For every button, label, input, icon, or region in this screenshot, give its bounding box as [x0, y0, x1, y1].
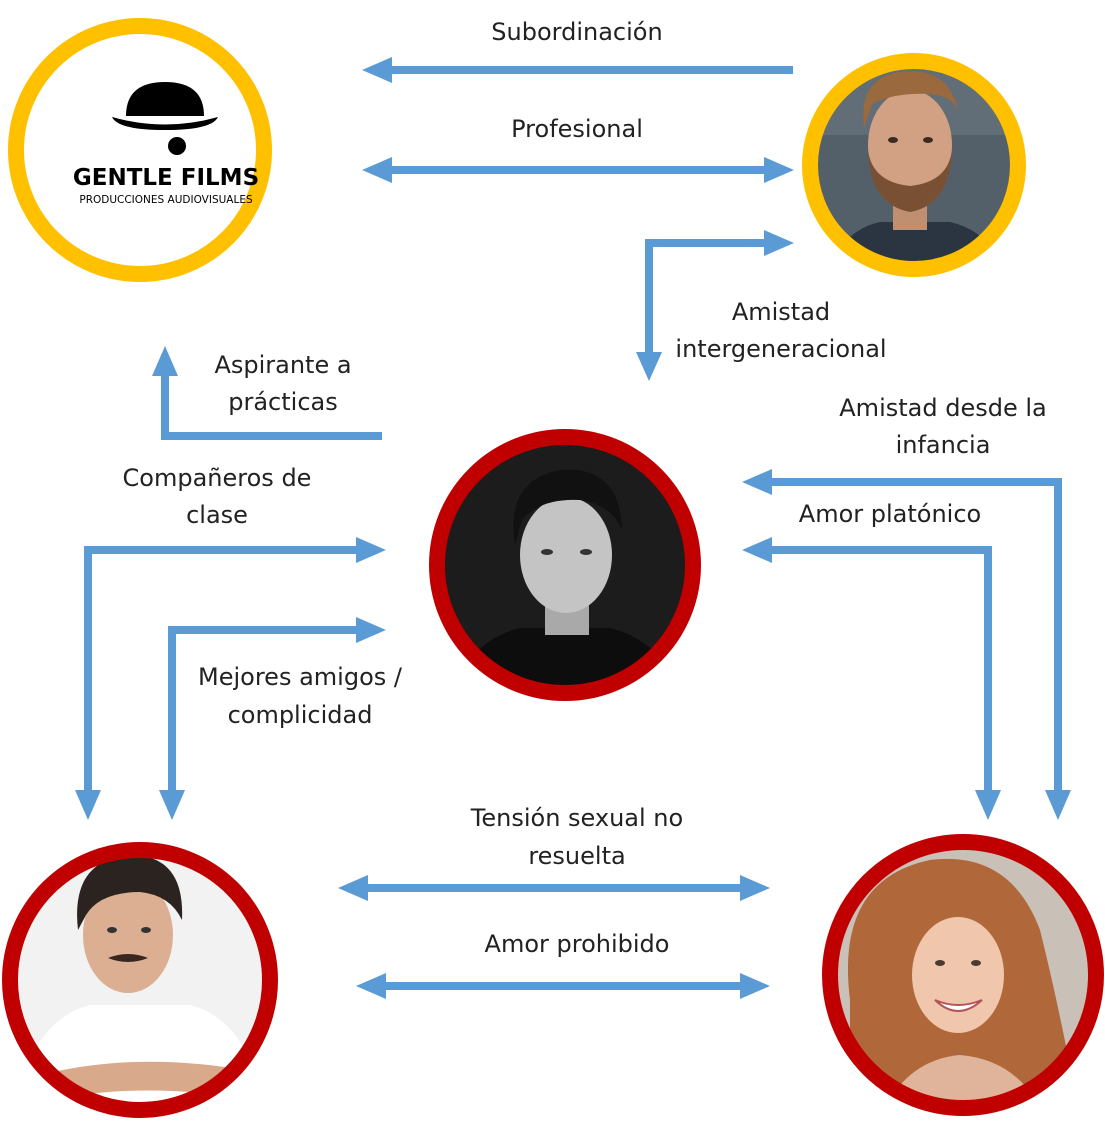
- label-tension-line2: resuelta: [528, 842, 625, 870]
- face-shape: [520, 497, 612, 613]
- logo-title: GENTLE FILMS: [73, 165, 259, 191]
- node-young-woman: [822, 834, 1104, 1116]
- label-aspirante-line1: Aspirante a: [214, 351, 351, 379]
- arrow-amor-platonico: [742, 537, 1001, 820]
- label-aspirante-line2: prácticas: [228, 388, 338, 416]
- node-gentle-films: GENTLE FILMS PRODUCCIONES AUDIOVISUALES: [8, 18, 272, 282]
- bowler-hat-icon: [112, 82, 218, 155]
- smile-shape: [934, 999, 983, 1012]
- label-companeros-line1: Compañeros de: [123, 464, 312, 492]
- label-amor-platonico: Amor platónico: [799, 500, 981, 528]
- label-amor-prohibido: Amor prohibido: [485, 930, 670, 958]
- arrow-tension-sexual: [338, 875, 770, 901]
- label-subordinacion: Subordinación: [491, 18, 662, 46]
- arrow-companeros-clase: [75, 537, 386, 820]
- young-woman-ring: [822, 834, 1104, 1116]
- hair-shape: [77, 855, 183, 930]
- beard-shape: [868, 150, 952, 212]
- label-tension-line1: Tensión sexual no: [470, 804, 683, 832]
- logo-ring: [8, 18, 272, 282]
- label-amistad-line2: intergeneracional: [675, 335, 886, 363]
- arrow-aspirante-practicas: [152, 346, 382, 440]
- arrow-subordinacion: [362, 57, 793, 83]
- relation-labels: Subordinación Profesional Amistad interg…: [123, 18, 1047, 958]
- mustache-shape: [108, 954, 148, 962]
- face-shape: [83, 877, 173, 993]
- face-shape: [912, 917, 1004, 1033]
- mustache-man-ring: [2, 842, 278, 1118]
- label-infancia-line2: infancia: [896, 431, 991, 459]
- arrow-amistad-intergeneracional: [636, 230, 794, 381]
- arrow-profesional: [362, 157, 794, 183]
- arrow-amistad-infancia: [742, 469, 1071, 820]
- node-young-man: [429, 429, 701, 701]
- arrows: [75, 57, 1071, 999]
- young-man-ring: [429, 429, 701, 701]
- logo-subtitle: PRODUCCIONES AUDIOVISUALES: [79, 194, 253, 206]
- label-companeros-line2: clase: [186, 501, 248, 529]
- label-mejores-line1: Mejores amigos /: [198, 663, 403, 691]
- label-infancia-line1: Amistad desde la: [839, 394, 1046, 422]
- bearded-ring: [802, 53, 1026, 277]
- arrow-amor-prohibido: [356, 973, 770, 999]
- hair-shape: [513, 469, 622, 545]
- face-shape: [868, 90, 952, 200]
- label-amistad-line1: Amistad: [732, 298, 830, 326]
- jacket-shape: [820, 222, 1010, 269]
- node-bearded-man: [802, 53, 1026, 277]
- label-mejores-line2: complicidad: [228, 701, 373, 729]
- hair-shape: [863, 71, 958, 128]
- arrow-mejores-amigos: [159, 617, 386, 820]
- node-mustache-man: [2, 842, 278, 1118]
- label-profesional: Profesional: [511, 115, 643, 143]
